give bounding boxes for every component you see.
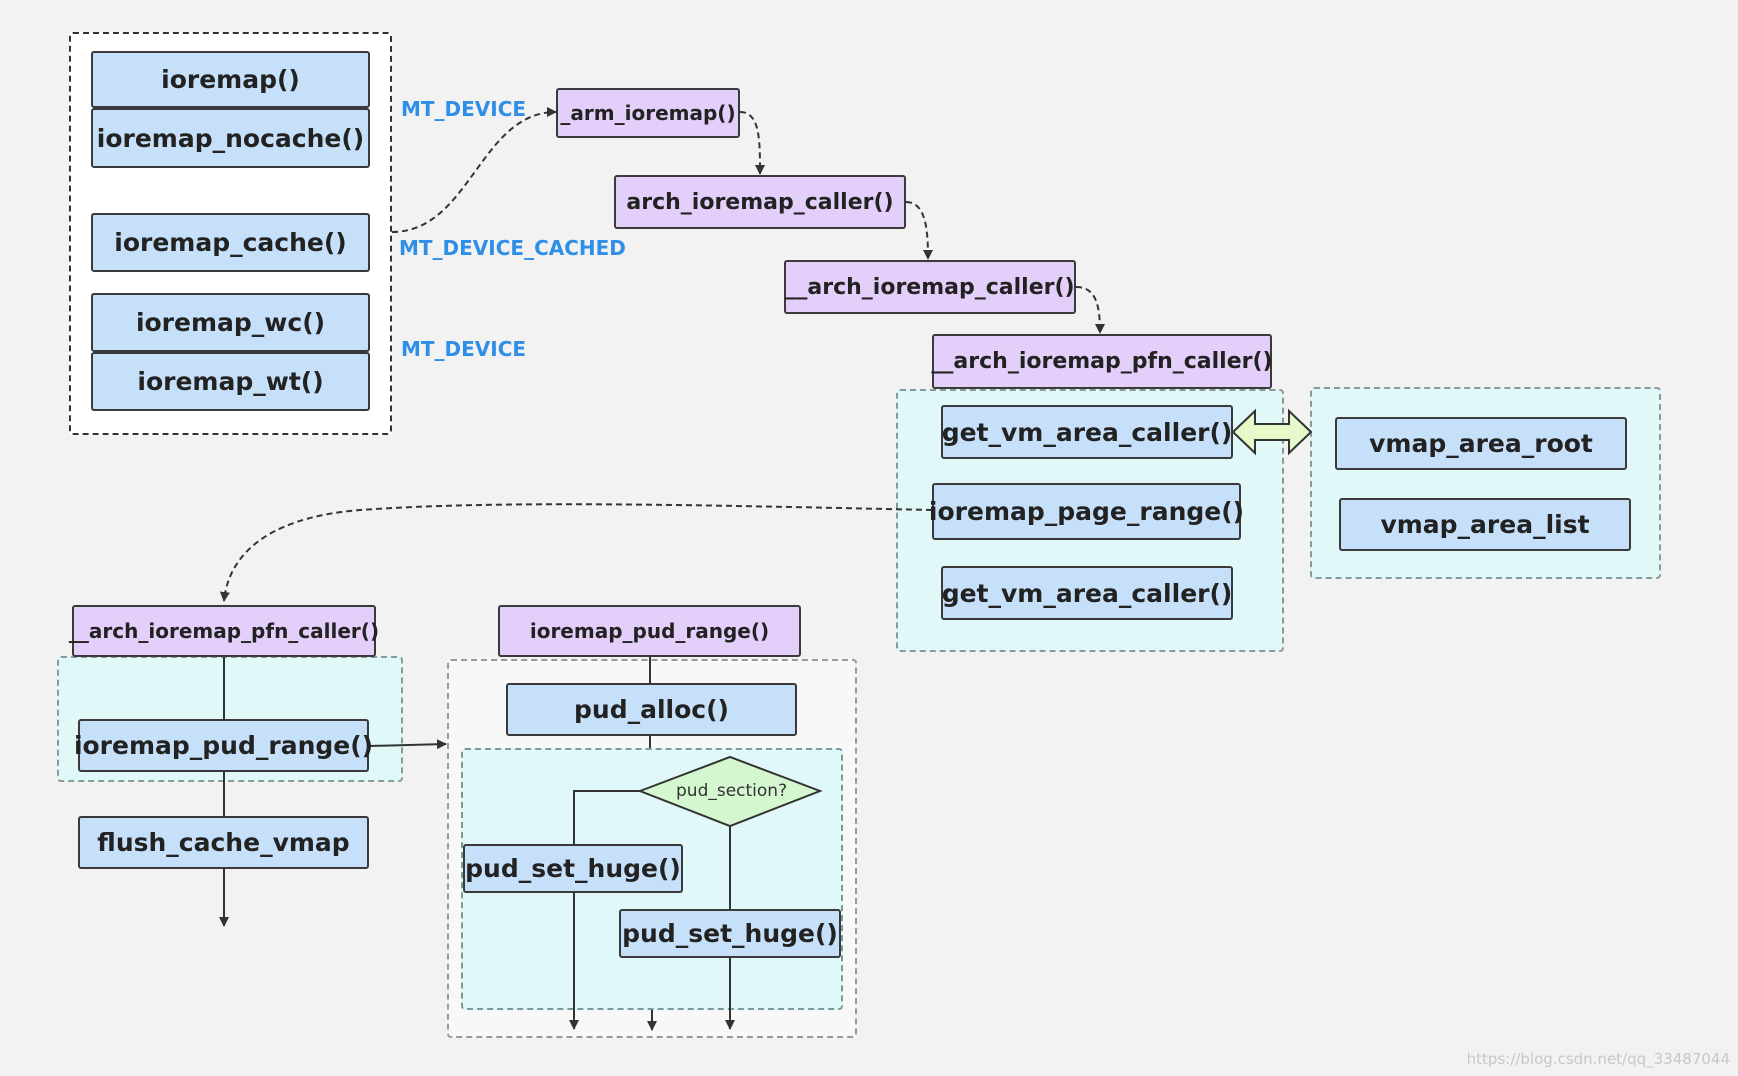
- ioremap-cache-node: ioremap_cache(): [91, 213, 370, 272]
- ioremap-page-range-node: ioremap_page_range(): [929, 483, 1244, 540]
- pud-range-title-node: ioremap_pud_range(): [498, 605, 801, 657]
- arch-ioremap-pfn-caller-node: __arch_ioremap_pfn_caller(): [931, 334, 1273, 389]
- get-vm-area-caller-node-1: get_vm_area_caller(): [941, 405, 1233, 459]
- flush-cache-vmap-node: flush_cache_vmap: [78, 816, 369, 869]
- get-vm-area-caller-node-2: get_vm_area_caller(): [941, 566, 1233, 620]
- ioremap-wc-node: ioremap_wc(): [91, 293, 370, 352]
- ioremap-node: ioremap(): [91, 51, 370, 108]
- arch-ioremap-caller-node: arch_ioremap_caller(): [614, 175, 906, 229]
- arch-ioremap-caller-internal-node: __arch_ioremap_caller(): [784, 260, 1076, 314]
- vmap-area-root-node: vmap_area_root: [1335, 417, 1627, 470]
- pud-set-huge-node-2: pud_set_huge(): [619, 909, 841, 958]
- dashed-connector: [905, 201, 933, 260]
- edge-label-mt-device-cached: MT_DEVICE_CACHED: [399, 236, 626, 260]
- flow-arrow: [368, 739, 447, 750]
- ioremap-wt-node: ioremap_wt(): [91, 352, 370, 411]
- pud-section-diamond: [637, 755, 823, 828]
- ioremap-nocache-node: ioremap_nocache(): [91, 108, 370, 168]
- pud-alloc-node: pud_alloc(): [506, 683, 797, 736]
- pud-section-label: pud_section?: [676, 781, 788, 801]
- edge-label-mt-device-top: MT_DEVICE: [401, 97, 527, 121]
- edge-label-mt-device-bottom: MT_DEVICE: [401, 337, 527, 361]
- ioremap-pud-range-node: ioremap_pud_range(): [74, 719, 373, 772]
- double-arrow-icon: [1231, 408, 1313, 456]
- dashed-connector: [219, 503, 933, 602]
- vmap-area-list-node: vmap_area_list: [1339, 498, 1631, 551]
- arm-ioremap-node: _arm_ioremap(): [556, 88, 740, 138]
- dashed-connector: [739, 111, 765, 175]
- dashed-connector: [391, 107, 557, 233]
- lower-arch-ioremap-pfn-caller-node: __arch_ioremap_pfn_caller(): [69, 605, 379, 657]
- pud-set-huge-node-1: pud_set_huge(): [463, 844, 683, 893]
- dashed-connector: [1075, 286, 1105, 334]
- flow-line: [573, 790, 640, 844]
- watermark: https://blog.csdn.net/qq_33487044: [1466, 1050, 1730, 1068]
